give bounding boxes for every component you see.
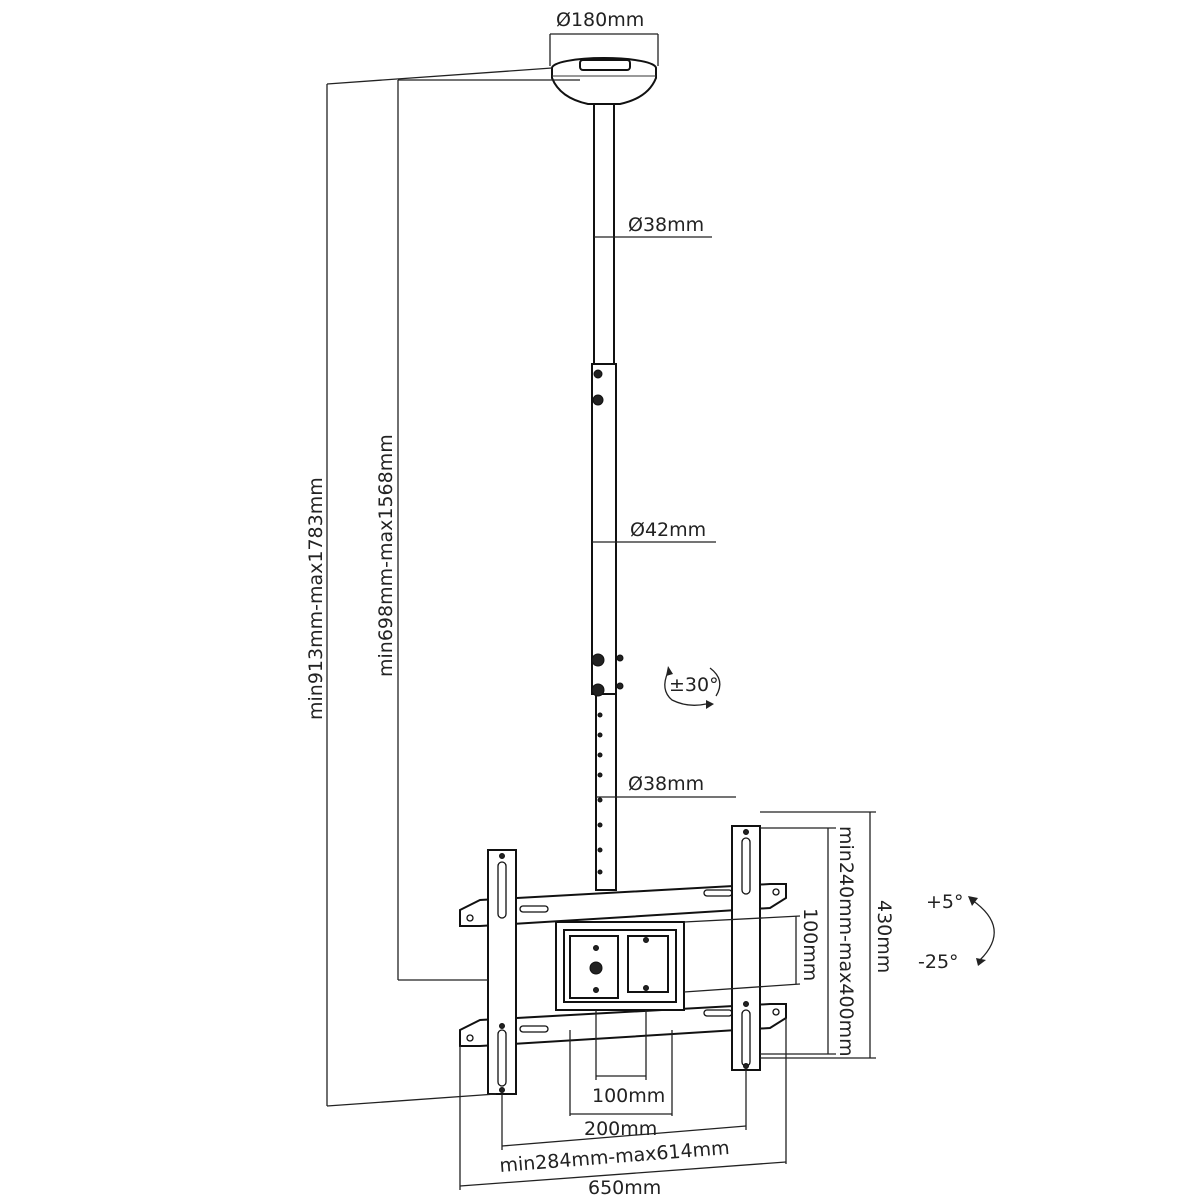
pole-height-label: min698mm-max1568mm (375, 434, 397, 677)
bracket-height-label: 430mm (873, 900, 895, 973)
upper-pole-diameter-label: Ø38mm (628, 214, 704, 236)
ceiling-pole (591, 103, 624, 891)
horizontal-rails (459, 883, 787, 1047)
tilt-arrow-icon (968, 896, 995, 966)
rotation-label: ±30° (669, 674, 719, 696)
lower-pole-diameter-label: Ø38mm (628, 773, 704, 795)
vertical-arm-left (487, 849, 517, 1095)
tilt-up-label: +5° (926, 891, 964, 913)
overall-height-label: min913mm-max1783mm (305, 477, 327, 720)
ceiling-plate (551, 57, 657, 105)
bracket-width-label: 650mm (588, 1177, 661, 1199)
tilt-down-label: -25° (918, 951, 959, 973)
center-plate-height-label: 100mm (799, 908, 821, 981)
vertical-arm-right (731, 825, 761, 1071)
center-plate (555, 921, 685, 1011)
arm-vertical-spacing-label: min240mm-max400mm (835, 826, 857, 1057)
middle-pole-diameter-label: Ø42mm (630, 519, 706, 541)
rotation-arrow-icon (664, 666, 721, 709)
ceiling-plate-diameter-label: Ø180mm (556, 9, 644, 31)
center-hole-width-label: 100mm (592, 1085, 665, 1107)
